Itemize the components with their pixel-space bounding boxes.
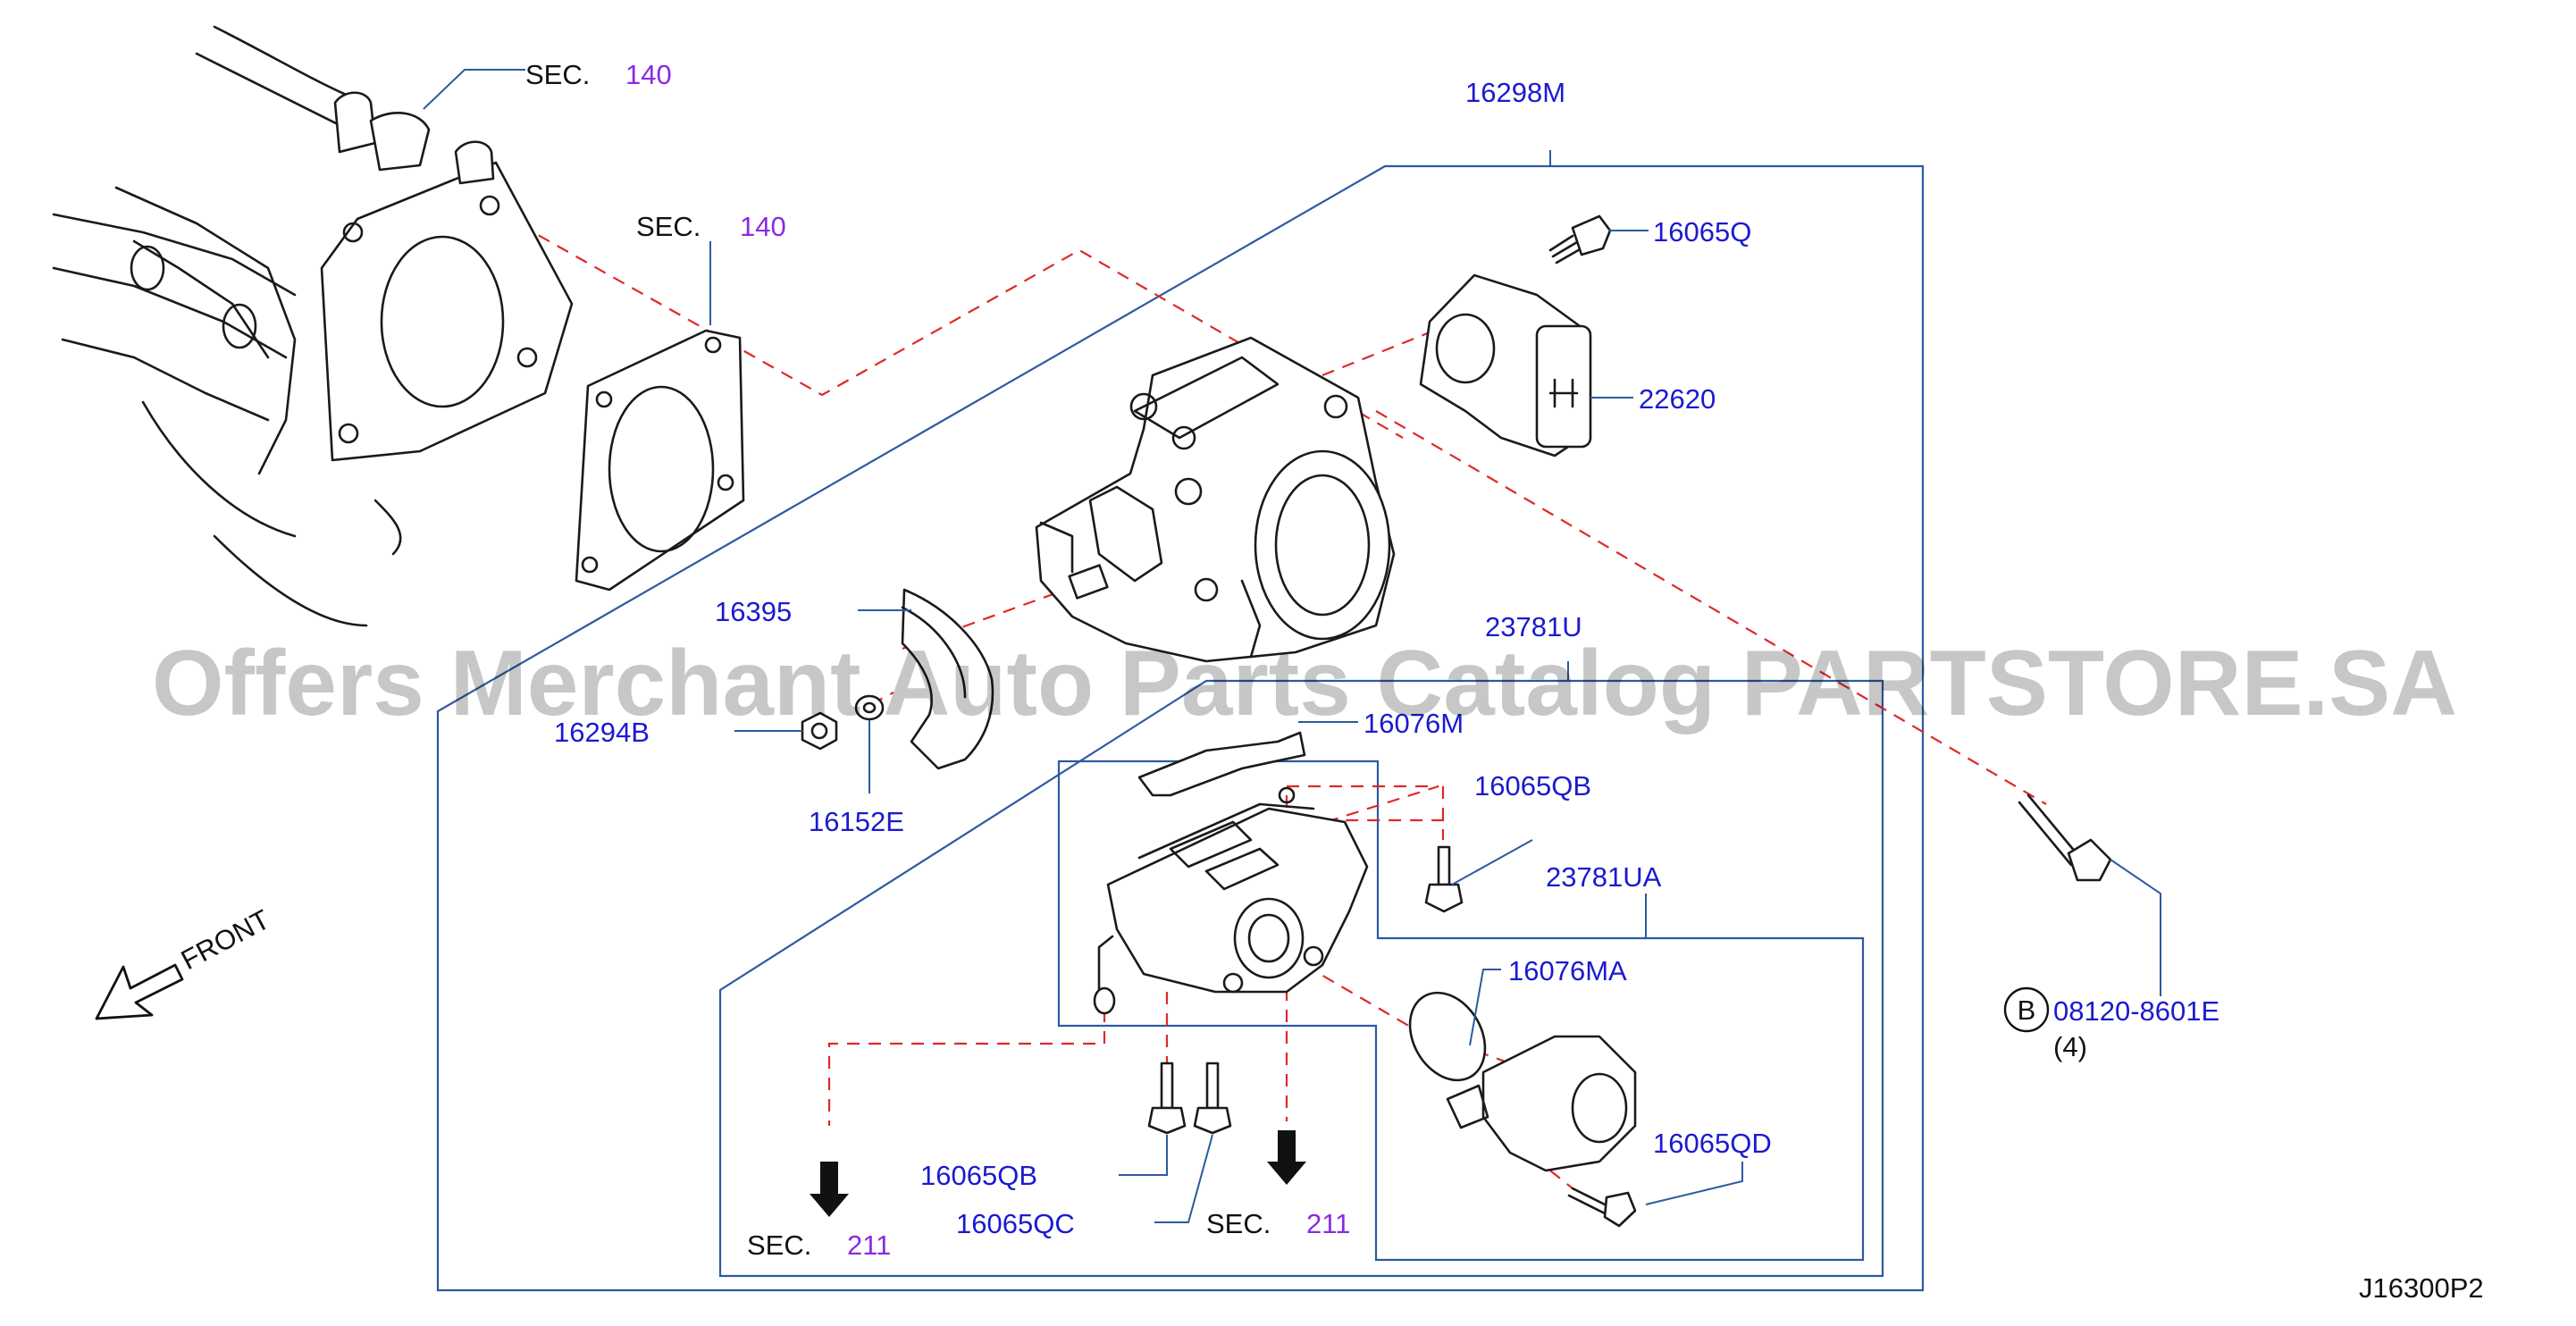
part-number-16294B[interactable]: 16294B	[554, 717, 650, 748]
sec-140-top-number[interactable]: 140	[625, 59, 672, 90]
gasket-16076M-drawing	[1137, 731, 1306, 797]
sec-211-left-number[interactable]: 211	[847, 1229, 891, 1261]
part-number-08120-8601E[interactable]: 08120-8601E	[2053, 995, 2219, 1027]
part-number-22620[interactable]: 22620	[1639, 383, 1716, 415]
sec-211-right-number[interactable]: 211	[1306, 1208, 1350, 1239]
screw-16065QD-drawing	[1567, 1187, 1637, 1228]
callout-b-letter: B	[2018, 994, 2036, 1026]
sec-140-gasket-number[interactable]: 140	[740, 211, 786, 242]
part-number-16065Q[interactable]: 16065Q	[1653, 216, 1751, 248]
front-direction-arrow: FRONT	[95, 903, 275, 1020]
part-number-23781U[interactable]: 23781U	[1485, 611, 1582, 642]
part-number-16065QB-bottom[interactable]: 16065QB	[920, 1160, 1037, 1191]
part-number-16065QC[interactable]: 16065QC	[956, 1208, 1075, 1239]
gasket-16076MA-drawing	[1408, 991, 1487, 1082]
washer-16152E-drawing	[854, 694, 885, 721]
nut-16294B-drawing	[801, 711, 838, 751]
iacv-16065QD-assembly-drawing	[1446, 1035, 1637, 1172]
part-number-23781UA[interactable]: 23781UA	[1546, 861, 1662, 893]
arrow-down-icon	[810, 1162, 849, 1217]
sec-140-top-label: SEC.	[525, 59, 590, 90]
screw-16065Q-drawing	[1548, 214, 1612, 264]
dash-body-to-bolt	[1375, 410, 2047, 805]
leader-lines	[423, 69, 2161, 1223]
part-number-16065QD[interactable]: 16065QD	[1653, 1128, 1772, 1159]
throttle-body-drawing	[1035, 336, 1396, 663]
intake-manifold-drawing	[52, 25, 574, 627]
quantity-label: (4)	[2053, 1031, 2087, 1062]
screws-bottom-drawing	[1147, 1062, 1232, 1135]
iacv-chamber-drawing	[1093, 786, 1369, 1015]
dash-iacv-screw	[1482, 1116, 1573, 1189]
diagram-code: J16300P2	[2359, 1272, 2484, 1304]
manifold-gasket-drawing	[575, 329, 745, 592]
part-number-16076M[interactable]: 16076M	[1364, 708, 1464, 739]
dash-manifold-to-body	[482, 203, 1404, 439]
sec-140-gasket-label: SEC.	[636, 211, 701, 242]
part-number-16395[interactable]: 16395	[715, 596, 792, 627]
dash-gasket-screws	[1287, 785, 1452, 822]
part-number-16076MA[interactable]: 16076MA	[1508, 955, 1627, 986]
throttle-position-sensor-drawing	[1419, 273, 1592, 457]
screw-16065QB-top-drawing	[1424, 845, 1464, 913]
callout-b: B (4)	[2003, 986, 2087, 1062]
part-number-16152E[interactable]: 16152E	[809, 806, 904, 837]
bolt-08120-drawing	[2018, 793, 2112, 882]
dash-left-down	[827, 1010, 1106, 1126]
section-labels: SEC. 140 SEC. 140 SEC. 211 SEC. 211	[525, 59, 1350, 1261]
callout-b-circle	[2003, 986, 2050, 1033]
front-label: FRONT	[176, 903, 275, 976]
sec-211-right-label: SEC.	[1206, 1208, 1271, 1239]
section-arrows	[810, 1130, 1306, 1217]
part-number-16298M[interactable]: 16298M	[1465, 77, 1565, 108]
sec-211-left-label: SEC.	[747, 1229, 811, 1261]
part-number-labels: 16298M 16065Q 22620 16395 23781U 16294B …	[554, 77, 2219, 1239]
frame-16298M	[436, 164, 1925, 1292]
part-number-16065QB-top[interactable]: 16065QB	[1474, 770, 1591, 801]
frame-23781U	[718, 679, 1884, 1278]
watermark-text: Offers Merchant Auto Parts Catalog PARTS…	[152, 632, 2457, 735]
lever-16395-drawing	[901, 588, 994, 770]
front-arrow-icon	[95, 963, 184, 1020]
arrow-down-icon	[1267, 1130, 1306, 1185]
